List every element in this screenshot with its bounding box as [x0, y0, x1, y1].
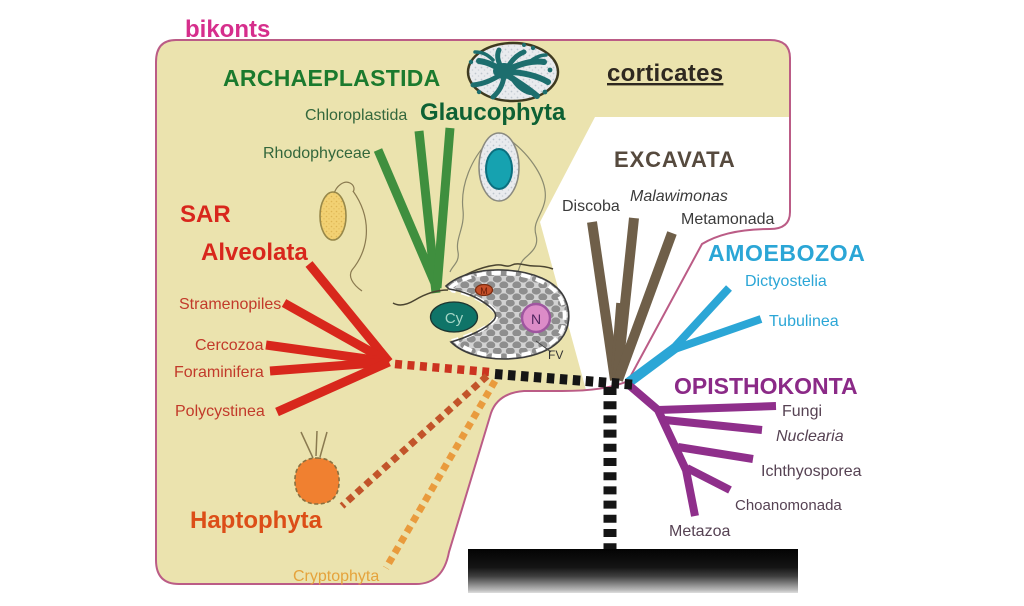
svg-text:Cryptophyta: Cryptophyta [293, 568, 379, 585]
svg-text:Chloroplastida: Chloroplastida [305, 107, 407, 124]
svg-text:FV: FV [548, 348, 563, 362]
svg-text:Polycystinea: Polycystinea [175, 403, 265, 420]
svg-text:Alveolata: Alveolata [201, 239, 308, 266]
svg-text:Haptophyta: Haptophyta [190, 507, 323, 534]
svg-text:N: N [531, 311, 541, 327]
svg-text:Cy: Cy [445, 310, 464, 327]
svg-text:Stramenopiles: Stramenopiles [179, 296, 281, 313]
svg-text:Foraminifera: Foraminifera [174, 364, 264, 381]
svg-text:AMOEBOZOA: AMOEBOZOA [708, 240, 865, 266]
svg-text:Fungi: Fungi [782, 403, 822, 420]
svg-text:corticates: corticates [607, 60, 723, 87]
svg-text:ARCHAEPLASTIDA: ARCHAEPLASTIDA [223, 65, 441, 91]
svg-text:Malawimonas: Malawimonas [630, 188, 728, 205]
svg-text:bikonts: bikonts [185, 16, 270, 43]
svg-text:Ichthyosporea: Ichthyosporea [761, 463, 862, 480]
svg-text:Rhodophyceae: Rhodophyceae [263, 145, 371, 162]
svg-text:M: M [480, 286, 488, 296]
svg-text:Nuclearia: Nuclearia [776, 428, 844, 445]
svg-text:Dictyostelia: Dictyostelia [745, 273, 827, 290]
svg-text:SAR: SAR [180, 201, 231, 228]
svg-text:Cercozoa: Cercozoa [195, 337, 264, 354]
svg-text:Metazoa: Metazoa [669, 523, 730, 540]
svg-text:OPISTHOKONTA: OPISTHOKONTA [674, 373, 858, 399]
svg-text:Tubulinea: Tubulinea [769, 313, 839, 330]
svg-text:Discoba: Discoba [562, 198, 620, 215]
svg-text:Metamonada: Metamonada [681, 211, 774, 228]
svg-text:Glaucophyta: Glaucophyta [420, 99, 566, 126]
svg-text:EXCAVATA: EXCAVATA [614, 147, 736, 172]
svg-text:Choanomonada: Choanomonada [735, 497, 842, 514]
